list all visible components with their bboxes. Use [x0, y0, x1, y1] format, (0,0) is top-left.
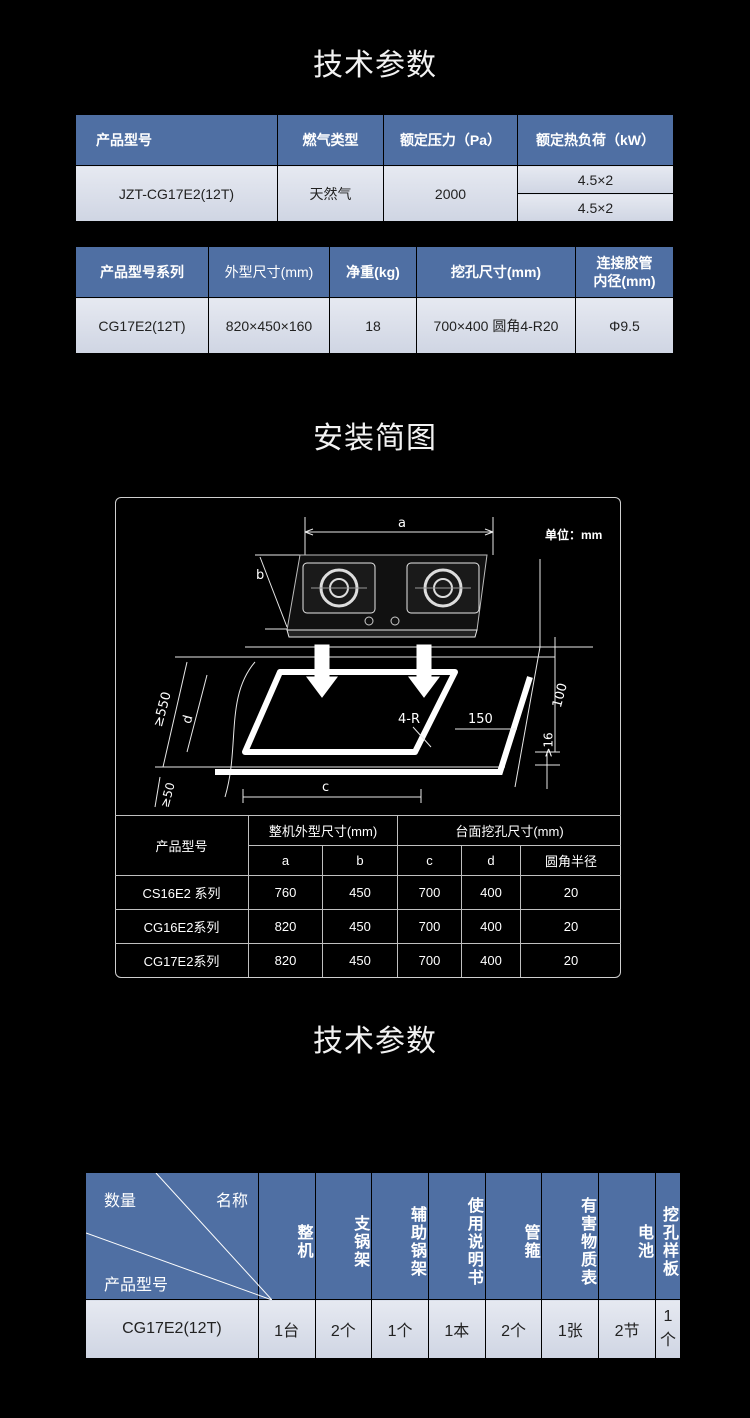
dim-cell: CG17E2系列	[115, 943, 249, 977]
header-heat-load: 额定热负荷（kW）	[517, 114, 674, 166]
accessory-qty: 1台	[257, 1299, 316, 1359]
dim-cell: CG16E2系列	[115, 909, 249, 944]
header-model: 产品型号	[75, 114, 278, 166]
corner-header: 数量 名称 产品型号	[85, 1172, 272, 1300]
header-cutout: 挖孔尺寸(mm)	[416, 246, 576, 298]
item-header: 电池	[598, 1172, 656, 1300]
spec-table-1: 产品型号 燃气类型 额定压力（Pa） 额定热负荷（kW） JZT-CG17E2(…	[75, 114, 674, 222]
corner-model: 产品型号	[104, 1277, 169, 1294]
accessory-qty: 2个	[484, 1299, 543, 1359]
dim-cell: 400	[461, 943, 521, 977]
dim-sub-b: b	[322, 845, 398, 876]
dim-label-150: 150	[468, 712, 493, 727]
dim-cell: 700	[397, 875, 462, 910]
corner-qty: 数量	[104, 1193, 137, 1210]
header-weight: 净重(kg)	[329, 246, 417, 298]
cell-series: CG17E2(12T)	[75, 297, 209, 354]
cell-heat-load-2: 4.5×2	[517, 193, 674, 222]
cell-gas-type: 天然气	[277, 165, 384, 222]
accessory-qty: 1本	[427, 1299, 486, 1359]
section-title-specs: 技术参数	[313, 48, 437, 83]
cell-heat-load-1: 4.5×2	[517, 165, 674, 194]
dim-header-model: 产品型号	[115, 815, 249, 876]
table-row: CG16E2系列 820 450 700 400 20	[115, 909, 621, 944]
dim-cell: 450	[322, 943, 398, 977]
dimension-table: 产品型号 整机外型尺寸(mm) 台面挖孔尺寸(mm) a b c d 圆角半径 …	[115, 815, 621, 977]
dim-cell: CS16E2 系列	[115, 875, 249, 910]
dim-cell: 450	[322, 875, 398, 910]
accessory-qty: 2个	[314, 1299, 373, 1359]
header-hose-diameter: 连接胶管 内径(mm)	[575, 246, 674, 298]
dim-cell: 700	[397, 943, 462, 977]
accessory-qty: 2节	[598, 1299, 656, 1359]
item-header: 有害物质表	[541, 1172, 600, 1300]
unit-label: 单位：mm	[545, 528, 603, 542]
item-header: 支锅架	[314, 1172, 373, 1300]
corner-diagonals	[86, 1173, 272, 1300]
cell-dimensions: 820×450×160	[208, 297, 330, 354]
dim-label-a: a	[398, 516, 406, 531]
dim-cell: 20	[520, 943, 621, 977]
dim-sub-d: d	[461, 845, 521, 876]
section-title-install: 安装简图	[313, 421, 437, 456]
accessory-qty: 1个	[371, 1299, 429, 1359]
corner-name: 名称	[216, 1193, 249, 1210]
item-header: 辅助锅架	[371, 1172, 429, 1300]
dim-sub-radius: 圆角半径	[520, 845, 621, 876]
header-gas-type: 燃气类型	[277, 114, 384, 166]
cell-weight: 18	[329, 297, 417, 354]
dim-cell: 820	[248, 909, 323, 944]
cell-cutout: 700×400 圆角4-R20	[416, 297, 576, 354]
dim-header-overall: 整机外型尺寸(mm)	[248, 815, 398, 846]
cell-model: JZT-CG17E2(12T)	[75, 165, 278, 222]
dim-cell: 400	[461, 875, 521, 910]
item-header: 使用说明书	[427, 1172, 486, 1300]
table-row: CS16E2 系列 760 450 700 400 20	[115, 875, 621, 910]
dim-sub-a: a	[248, 845, 323, 876]
dim-label-b: b	[256, 568, 265, 583]
dim-cell: 450	[322, 909, 398, 944]
item-header: 整机	[257, 1172, 316, 1300]
cell-pressure: 2000	[383, 165, 518, 222]
dim-cell: 20	[520, 875, 621, 910]
install-diagram	[154, 517, 593, 808]
dim-cell: 700	[397, 909, 462, 944]
dim-cell: 20	[520, 909, 621, 944]
dim-label-c: c	[322, 780, 330, 795]
dim-label-radius: 4-R	[398, 712, 420, 727]
hose-header-line-2: 内径(mm)	[593, 273, 656, 289]
dim-cell: 760	[248, 875, 323, 910]
accessory-model: CG17E2(12T)	[85, 1299, 259, 1359]
header-pressure: 额定压力（Pa）	[383, 114, 518, 166]
item-header: 管箍	[484, 1172, 543, 1300]
dim-sub-c: c	[397, 845, 462, 876]
dim-header-cutout: 台面挖孔尺寸(mm)	[397, 815, 621, 846]
dim-cell: 820	[248, 943, 323, 977]
header-model-series: 产品型号系列	[75, 246, 209, 298]
install-diagram-frame	[115, 497, 621, 978]
hose-header-line-1: 连接胶管	[596, 255, 653, 271]
cell-hose-diameter: Φ9.5	[575, 297, 674, 354]
accessories-table: 数量 名称 产品型号 整机 支锅架 辅助锅架 使用说明书 管箍 有害物质表 电池…	[85, 1172, 681, 1359]
dim-label-16: >16	[541, 732, 556, 758]
accessory-qty: 1个	[655, 1299, 681, 1359]
section-title-accessories: 技术参数	[313, 1024, 437, 1059]
dim-cell: 400	[461, 909, 521, 944]
table-row: CG17E2系列 820 450 700 400 20	[115, 943, 621, 977]
item-header: 挖孔样板	[655, 1172, 681, 1300]
header-dimensions: 外型尺寸(mm)	[208, 246, 330, 298]
spec-table-2: 产品型号系列 外型尺寸(mm) 净重(kg) 挖孔尺寸(mm) 连接胶管 内径(…	[75, 246, 674, 354]
accessory-qty: 1张	[541, 1299, 600, 1359]
